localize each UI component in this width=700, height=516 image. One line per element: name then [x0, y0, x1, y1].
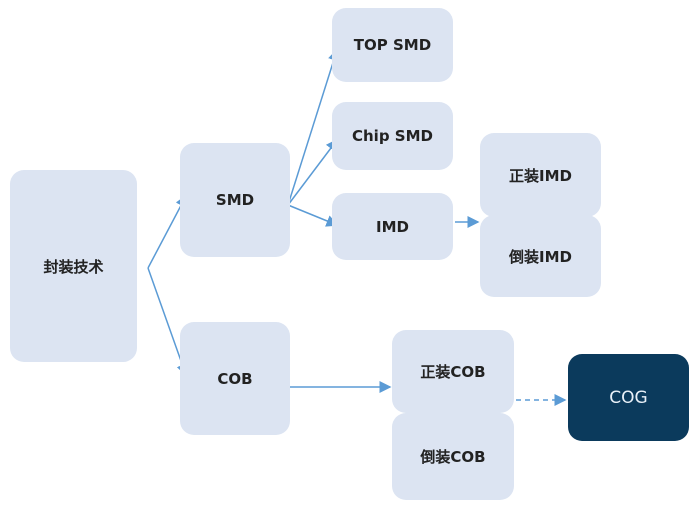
arrow-smd-imd — [287, 204, 339, 227]
node-chip-smd: Chip SMD — [332, 102, 453, 170]
node-front-imd: 正装IMD — [480, 133, 601, 217]
node-smd: SMD — [180, 143, 290, 257]
node-cog: COG — [568, 354, 689, 441]
node-flip-cob: 倒装COB — [392, 413, 514, 500]
arrow-root-smd — [147, 194, 187, 269]
arrow-smd-chip — [287, 138, 338, 206]
node-front-cob: 正装COB — [392, 330, 514, 413]
node-packaging-tech: 封装技术 — [10, 170, 137, 362]
node-flip-imd: 倒装IMD — [480, 215, 601, 297]
node-cob: COB — [180, 322, 290, 435]
node-top-smd: TOP SMD — [332, 8, 453, 82]
arrow-root-cob — [147, 267, 189, 377]
node-imd: IMD — [332, 193, 453, 260]
arrow-smd-top — [287, 48, 340, 206]
